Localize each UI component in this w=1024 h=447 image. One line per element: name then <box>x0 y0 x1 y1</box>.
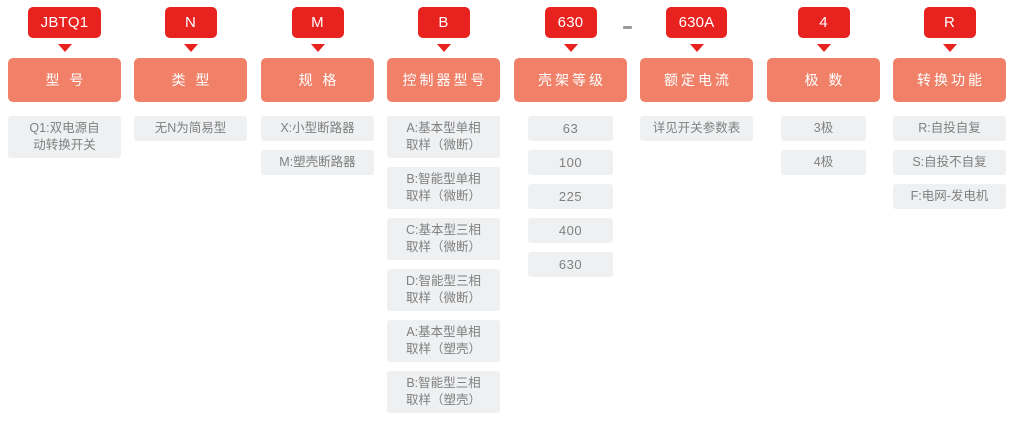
option-item: 225 <box>528 184 613 209</box>
column-transfer_function: R 转换功能 R:自投自复 S:自投不自复 F:电网-发电机 <box>893 0 1006 218</box>
option-item: A:基本型单相 取样（塑壳） <box>387 320 500 362</box>
option-list-rated_current: 详见开关参数表 <box>640 116 753 150</box>
arrow-down-icon <box>57 44 72 52</box>
code-badge-spec[interactable]: M <box>291 7 344 38</box>
option-item: 无N为简易型 <box>134 116 247 141</box>
option-list-spec: X:小型断路器 M:塑壳断路器 <box>261 116 374 184</box>
option-list-type: 无N为简易型 <box>134 116 247 150</box>
option-item: 3极 <box>781 116 866 141</box>
option-item: D:智能型三相 取样（微断） <box>387 269 500 311</box>
code-badge-poles[interactable]: 4 <box>797 7 850 38</box>
column-spec: M 规 格 X:小型断路器 M:塑壳断路器 <box>261 0 374 184</box>
category-label-controller_model: 控制器型号 <box>387 58 500 102</box>
separator-dash-icon <box>623 26 632 29</box>
option-item: 详见开关参数表 <box>640 116 753 141</box>
arrow-down-icon <box>436 44 451 52</box>
code-badge-rated_current[interactable]: 630A <box>665 7 728 38</box>
arrow-down-icon <box>563 44 578 52</box>
category-label-type: 类 型 <box>134 58 247 102</box>
option-item: M:塑壳断路器 <box>261 150 374 175</box>
code-badge-type[interactable]: N <box>164 7 217 38</box>
option-item: X:小型断路器 <box>261 116 374 141</box>
option-item: 630 <box>528 252 613 277</box>
option-item: C:基本型三相 取样（微断） <box>387 218 500 260</box>
column-controller_model: B 控制器型号 A:基本型单相 取样（微断） B:智能型单相 取样（微断） C:基本型三… <box>387 0 500 422</box>
category-label-rated_current: 额定电流 <box>640 58 753 102</box>
column-type: N 类 型无N为简易型 <box>134 0 247 150</box>
arrow-down-icon <box>183 44 198 52</box>
code-badge-model[interactable]: JBTQ1 <box>27 7 102 38</box>
option-list-frame_level: 63 100 225 400 630 <box>514 116 627 286</box>
arrow-down-icon <box>689 44 704 52</box>
category-label-model: 型 号 <box>8 58 121 102</box>
category-label-frame_level: 壳架等级 <box>514 58 627 102</box>
arrow-down-icon <box>816 44 831 52</box>
option-item: Q1:双电源自 动转换开关 <box>8 116 121 158</box>
option-list-model: Q1:双电源自 动转换开关 <box>8 116 121 167</box>
option-item: 4极 <box>781 150 866 175</box>
arrow-down-icon <box>310 44 325 52</box>
arrow-down-icon <box>942 44 957 52</box>
option-list-transfer_function: R:自投自复 S:自投不自复 F:电网-发电机 <box>893 116 1006 218</box>
column-rated_current: 630A 额定电流详见开关参数表 <box>640 0 753 150</box>
option-item: S:自投不自复 <box>893 150 1006 175</box>
option-item: A:基本型单相 取样（微断） <box>387 116 500 158</box>
code-badge-controller_model[interactable]: B <box>417 7 470 38</box>
option-item: 100 <box>528 150 613 175</box>
option-item: 63 <box>528 116 613 141</box>
option-item: B:智能型三相 取样（塑壳） <box>387 371 500 413</box>
category-label-spec: 规 格 <box>261 58 374 102</box>
option-item: F:电网-发电机 <box>893 184 1006 209</box>
code-badge-transfer_function[interactable]: R <box>923 7 976 38</box>
code-badge-frame_level[interactable]: 630 <box>544 7 597 38</box>
option-item: R:自投自复 <box>893 116 1006 141</box>
column-frame_level: 630 壳架等级 63 100 225 400 630 <box>514 0 627 286</box>
option-item: B:智能型单相 取样（微断） <box>387 167 500 209</box>
option-list-controller_model: A:基本型单相 取样（微断） B:智能型单相 取样（微断） C:基本型三相 取样（微… <box>387 116 500 422</box>
option-item: 400 <box>528 218 613 243</box>
column-model: JBTQ1 型 号 Q1:双电源自 动转换开关 <box>8 0 121 167</box>
category-label-poles: 极 数 <box>767 58 880 102</box>
category-label-transfer_function: 转换功能 <box>893 58 1006 102</box>
